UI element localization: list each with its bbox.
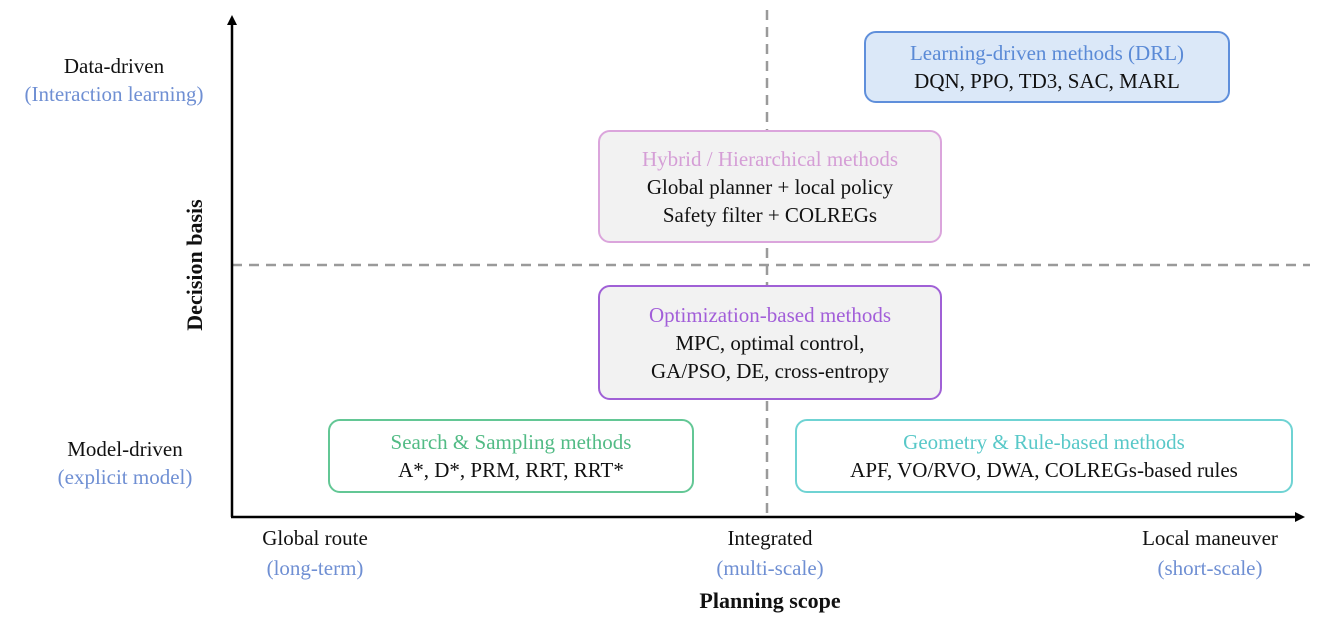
x-mid-label-group: Integrated (multi-scale) (670, 523, 870, 583)
optimization-box-line-1: MPC, optimal control, (675, 330, 865, 355)
search-box-title: Search & Sampling methods (390, 430, 632, 454)
y-top-label: Data-driven (63, 54, 165, 78)
optimization-box-line-2: GA/PSO, DE, cross-entropy (651, 358, 889, 383)
x-right-label: Local maneuver (1142, 526, 1278, 550)
x-axis-title: Planning scope (699, 588, 841, 613)
drl-box-title: Learning-driven methods (DRL) (909, 41, 1185, 65)
search-sampling-methods-box: Search & Sampling methods A*, D*, PRM, R… (328, 419, 694, 493)
y-bottom-label: Model-driven (67, 437, 183, 461)
geometry-box-title: Geometry & Rule-based methods (903, 430, 1185, 454)
x-right-label-group: Local maneuver (short-scale) (1100, 523, 1320, 583)
optimization-methods-box: Optimization-based methods MPC, optimal … (598, 285, 942, 400)
y-bottom-sublabel: (explicit model) (57, 465, 193, 489)
hybrid-box-line-1: Global planner + local policy (646, 174, 894, 199)
optimization-box-title: Optimization-based methods (648, 302, 892, 327)
hybrid-box-title: Hybrid / Hierarchical methods (642, 146, 898, 171)
y-top-sublabel: (Interaction learning) (24, 82, 204, 106)
x-mid-label: Integrated (727, 526, 813, 550)
geometry-box-line-1: APF, VO/RVO, DWA, COLREGs-based rules (850, 458, 1238, 482)
hybrid-box-line-2: Safety filter + COLREGs (662, 202, 878, 227)
search-box-line-1: A*, D*, PRM, RRT, RRT* (398, 458, 624, 482)
x-left-label-group: Global route (long-term) (215, 523, 415, 583)
x-left-label: Global route (262, 526, 368, 550)
drl-methods-box: Learning-driven methods (DRL) DQN, PPO, … (864, 31, 1230, 103)
x-right-sublabel: (short-scale) (1157, 556, 1263, 580)
geometry-rule-methods-box: Geometry & Rule-based methods APF, VO/RV… (795, 419, 1293, 493)
y-bottom-label-group: Model-driven (explicit model) (0, 435, 250, 491)
x-left-sublabel: (long-term) (266, 556, 364, 580)
y-top-label-group: Data-driven (Interaction learning) (0, 52, 228, 108)
drl-box-line-1: DQN, PPO, TD3, SAC, MARL (914, 69, 1180, 93)
x-mid-sublabel: (multi-scale) (716, 556, 824, 580)
y-axis-title: Decision basis (182, 199, 207, 331)
hybrid-methods-box: Hybrid / Hierarchical methods Global pla… (598, 130, 942, 243)
